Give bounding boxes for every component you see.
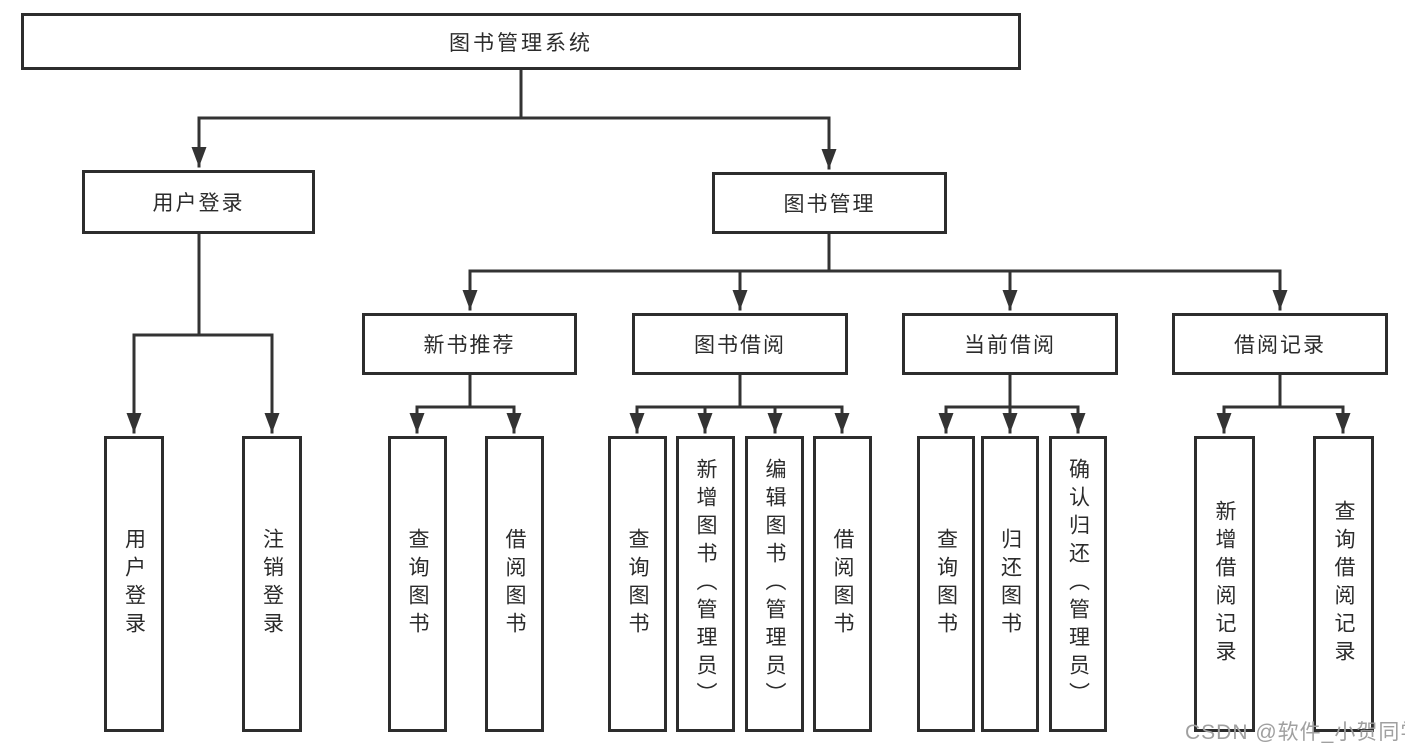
leaf-borrow-books-recommend-label: 借阅图书 bbox=[503, 528, 526, 640]
leaf-confirm-return-admin: 确认归还（管理员） bbox=[1049, 436, 1107, 732]
leaf-user-login: 用户登录 bbox=[104, 436, 164, 732]
node-book-borrowing: 图书借阅 bbox=[632, 313, 848, 375]
connector-bars bbox=[132, 67, 1345, 409]
leaf-add-borrow-record: 新增借阅记录 bbox=[1194, 436, 1255, 732]
leaf-borrow-books-borrowing: 借阅图书 bbox=[813, 436, 872, 732]
leaf-borrow-books-borrowing-label: 借阅图书 bbox=[831, 528, 854, 640]
leaf-query-books-recommend-label: 查询图书 bbox=[406, 528, 429, 640]
node-new-book-recommend: 新书推荐 bbox=[362, 313, 577, 375]
leaf-query-books-current: 查询图书 bbox=[917, 436, 975, 732]
leaf-query-books-borrowing-label: 查询图书 bbox=[626, 528, 649, 640]
leaf-query-borrow-record-label: 查询借阅记录 bbox=[1332, 500, 1355, 668]
leaf-query-borrow-record: 查询借阅记录 bbox=[1313, 436, 1374, 732]
leaf-edit-books-admin: 编辑图书（管理员） bbox=[745, 436, 804, 732]
leaf-edit-books-admin-label: 编辑图书（管理员） bbox=[763, 458, 786, 710]
leaf-query-books-current-label: 查询图书 bbox=[934, 528, 958, 640]
leaf-query-books-borrowing: 查询图书 bbox=[608, 436, 667, 732]
node-current-borrowing: 当前借阅 bbox=[902, 313, 1118, 375]
leaf-logout: 注销登录 bbox=[242, 436, 302, 732]
leaf-confirm-return-admin-label: 确认归还（管理员） bbox=[1066, 458, 1090, 710]
csdn-watermark: CSDN @软件_小贺同学 bbox=[1185, 721, 1405, 744]
leaf-return-books-label: 归还图书 bbox=[998, 528, 1022, 640]
leaf-logout-label: 注销登录 bbox=[260, 528, 284, 640]
leaf-add-books-admin-label: 新增图书（管理员） bbox=[694, 458, 717, 710]
leaf-user-login-label: 用户登录 bbox=[122, 528, 146, 640]
node-borrowing-records: 借阅记录 bbox=[1172, 313, 1388, 375]
leaf-query-books-recommend: 查询图书 bbox=[388, 436, 447, 732]
leaf-add-books-admin: 新增图书（管理员） bbox=[676, 436, 735, 732]
node-root: 图书管理系统 bbox=[21, 13, 1021, 70]
leaf-add-borrow-record-label: 新增借阅记录 bbox=[1213, 500, 1236, 668]
leaf-return-books: 归还图书 bbox=[981, 436, 1039, 732]
node-book-management: 图书管理 bbox=[712, 172, 947, 234]
node-user-login: 用户登录 bbox=[82, 170, 315, 234]
leaf-borrow-books-recommend: 借阅图书 bbox=[485, 436, 544, 732]
